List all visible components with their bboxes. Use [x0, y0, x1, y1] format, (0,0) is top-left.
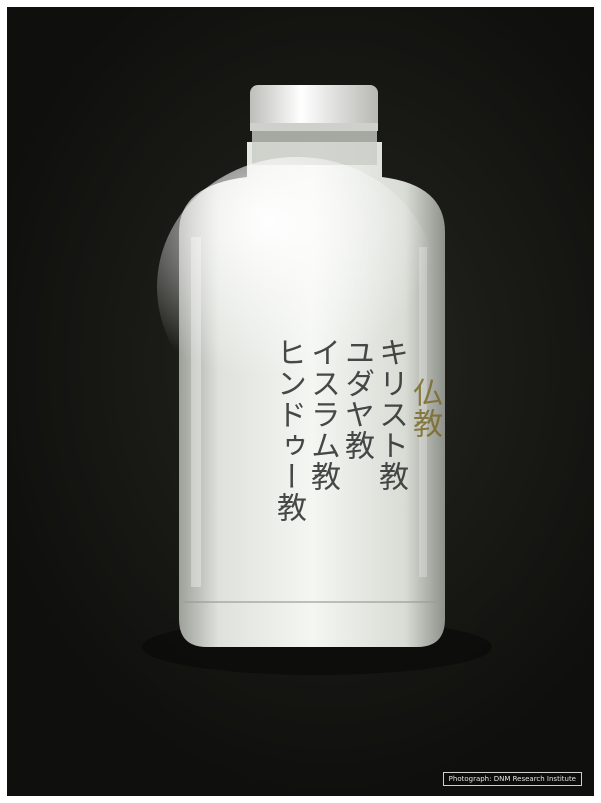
- bottle-label-line-1: 仏教: [407, 377, 442, 439]
- bottle-label-line-4: イスラム教: [305, 337, 340, 492]
- bottle-label-line-2: キリスト教: [373, 337, 408, 492]
- bottle-label-line-5: ヒンドゥー教: [271, 337, 306, 523]
- photo-frame: 仏教 キリスト教 ユダヤ教 イスラム教 ヒンドゥー教 Photograph: D…: [7, 7, 594, 796]
- bottle-label-line-3: ユダヤ教: [339, 337, 374, 461]
- photo-credit: Photograph: DNM Research Institute: [442, 772, 582, 786]
- bottle-illustration: [142, 85, 492, 675]
- bottle-cap: [250, 85, 378, 131]
